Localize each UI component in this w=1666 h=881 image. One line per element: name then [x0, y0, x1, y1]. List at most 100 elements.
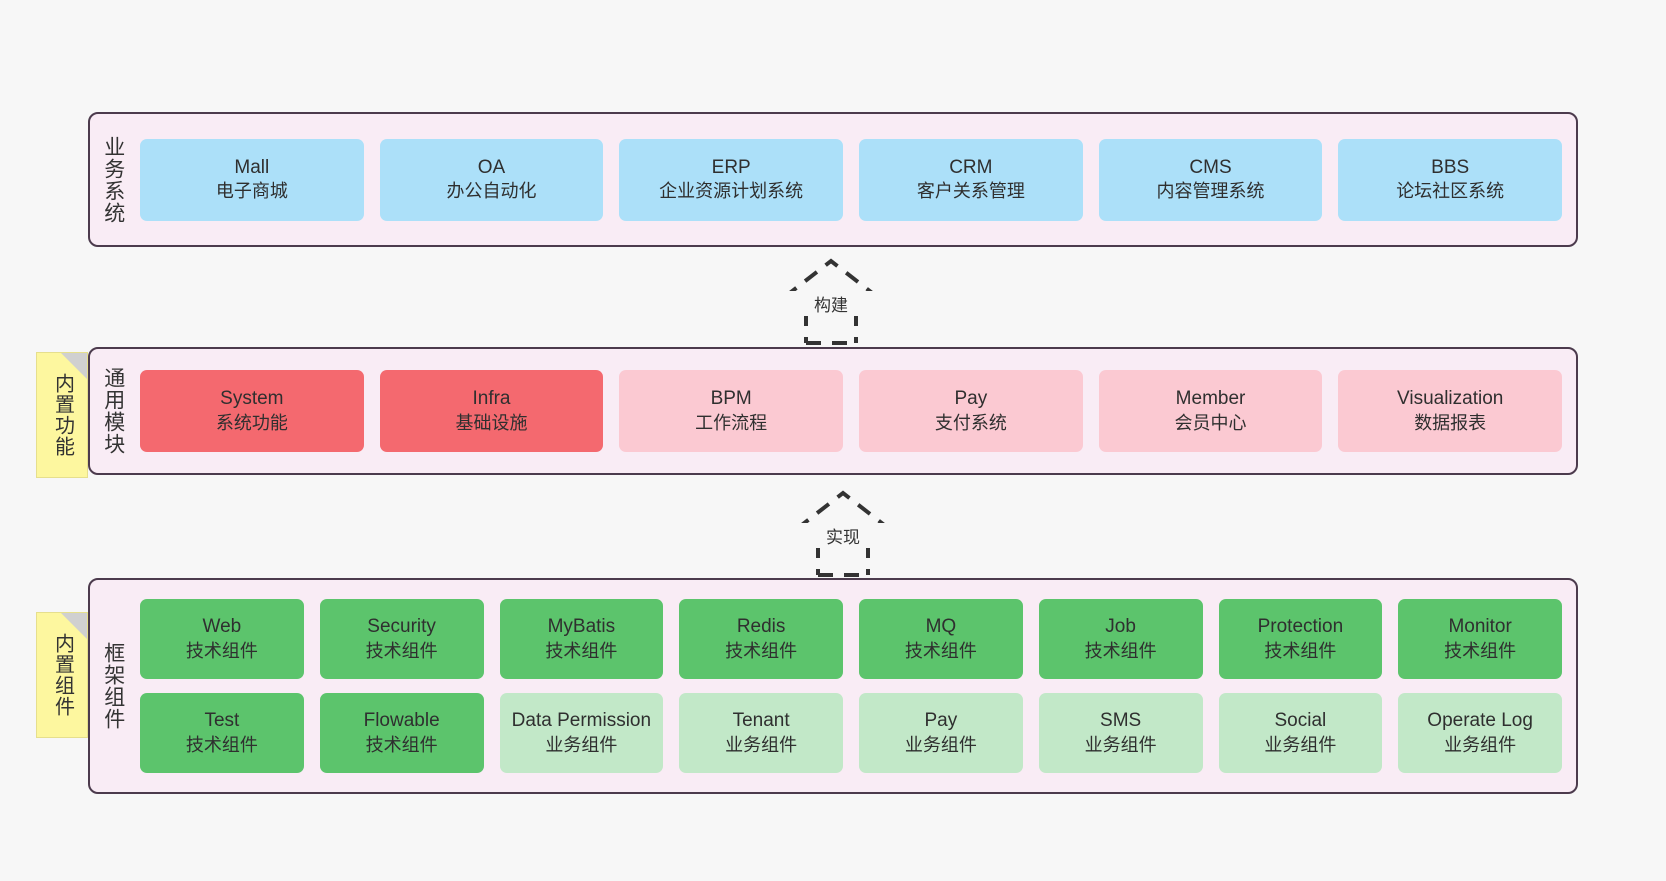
layer-title-business-systems: 业务系统 [101, 135, 125, 224]
card-sms[interactable]: SMS 业务组件 [1038, 693, 1203, 773]
card-redis[interactable]: Redis 技术组件 [679, 599, 843, 679]
card-operate-log[interactable]: Operate Log 业务组件 [1398, 693, 1562, 773]
card-infra[interactable]: Infra 基础设施 [379, 370, 604, 452]
card-title-cn: 业务组件 [1084, 734, 1157, 755]
card-row-business: Test 技术组件 Flowable 技术组件 Data Permission … [140, 693, 1562, 773]
card-bpm[interactable]: BPM 工作流程 [619, 370, 844, 452]
card-tenant[interactable]: Tenant 业务组件 [679, 693, 843, 773]
card-pay-component[interactable]: Pay 业务组件 [859, 693, 1023, 773]
card-title-cn: 办公自动化 [446, 181, 537, 202]
card-title-cn: 技术组件 [1084, 640, 1157, 661]
card-title-cn: 技术组件 [725, 640, 798, 661]
card-member[interactable]: Member 会员中心 [1098, 370, 1323, 452]
card-row: System 系统功能 Infra 基础设施 BPM 工作流程 Pay 支付系统… [140, 370, 1563, 452]
card-title-en: Member [1175, 388, 1246, 410]
card-erp[interactable]: ERP 企业资源计划系统 [619, 138, 844, 221]
card-title-cn: 技术组件 [1264, 640, 1337, 661]
layer-business-systems: 业务系统 Mall 电子商城 OA 办公自动化 ERP 企业资源计划系统 CRM… [88, 112, 1578, 247]
card-mall[interactable]: Mall 电子商城 [140, 138, 364, 221]
card-title-en: CRM [949, 156, 993, 178]
card-title-en: Monitor [1448, 616, 1512, 638]
card-system[interactable]: System 系统功能 [140, 370, 364, 452]
card-title-cn: 业务组件 [545, 734, 618, 755]
card-title-cn: 技术组件 [365, 734, 438, 755]
card-title-cn: 数据报表 [1414, 412, 1487, 433]
sticky-fold-corner [61, 353, 87, 379]
layer-framework-components: 框架组件 Web 技术组件 Security 技术组件 MyBatis 技术组件… [88, 578, 1578, 794]
sticky-note-label: 内置功能 [51, 373, 74, 457]
card-title-en: Redis [736, 616, 786, 638]
card-title-en: Operate Log [1427, 710, 1533, 732]
card-mq[interactable]: MQ 技术组件 [859, 599, 1023, 679]
card-title-en: Social [1274, 710, 1327, 732]
card-monitor[interactable]: Monitor 技术组件 [1398, 599, 1562, 679]
card-title-en: Flowable [363, 710, 440, 732]
layer-body-common-modules: System 系统功能 Infra 基础设施 BPM 工作流程 Pay 支付系统… [136, 349, 1576, 473]
build-arrow-label: 构建 [756, 291, 906, 316]
card-social[interactable]: Social 业务组件 [1218, 693, 1383, 773]
card-title-en: ERP [711, 156, 751, 178]
card-visualization[interactable]: Visualization 数据报表 [1338, 370, 1563, 452]
card-row-technical: Web 技术组件 Security 技术组件 MyBatis 技术组件 Redi… [140, 599, 1562, 679]
layer-title-common-modules: 通用模块 [101, 367, 125, 455]
card-crm[interactable]: CRM 客户关系管理 [859, 138, 1083, 221]
card-bbs[interactable]: BBS 论坛社区系统 [1338, 138, 1563, 221]
card-title-en: Pay [924, 710, 958, 732]
card-title-en: MyBatis [547, 616, 616, 638]
card-title-en: Security [367, 616, 436, 638]
card-title-en: Web [202, 616, 242, 638]
card-title-cn: 论坛社区系统 [1396, 181, 1505, 202]
card-title-en: Data Permission [511, 710, 652, 732]
card-title-cn: 技术组件 [365, 640, 438, 661]
card-title-en: BPM [710, 388, 752, 410]
card-title-en: BBS [1431, 156, 1470, 178]
card-title-cn: 业务组件 [725, 734, 798, 755]
card-title-cn: 会员中心 [1174, 412, 1247, 433]
card-title-en: Infra [472, 388, 511, 410]
sticky-note-builtin-components: 内置组件 [36, 612, 88, 738]
implement-arrow-label: 实现 [768, 523, 918, 548]
card-data-permission[interactable]: Data Permission 业务组件 [499, 693, 664, 773]
card-web[interactable]: Web 技术组件 [140, 599, 304, 679]
card-oa[interactable]: OA 办公自动化 [379, 138, 604, 221]
card-title-cn: 技术组件 [904, 640, 977, 661]
card-test[interactable]: Test 技术组件 [140, 693, 304, 773]
card-title-en: System [220, 388, 284, 410]
card-cms[interactable]: CMS 内容管理系统 [1098, 138, 1323, 221]
card-title-en: OA [477, 156, 506, 178]
card-title-en: Protection [1257, 616, 1344, 638]
layer-body-framework-components: Web 技术组件 Security 技术组件 MyBatis 技术组件 Redi… [136, 580, 1576, 792]
sticky-note-builtin-features: 内置功能 [36, 352, 88, 478]
card-title-cn: 技术组件 [185, 734, 258, 755]
card-title-en: Test [204, 710, 240, 732]
card-mybatis[interactable]: MyBatis 技术组件 [499, 599, 664, 679]
card-title-cn: 系统功能 [215, 412, 288, 433]
card-title-cn: 内容管理系统 [1156, 181, 1265, 202]
card-title-en: Visualization [1397, 388, 1504, 410]
layer-body-business-systems: Mall 电子商城 OA 办公自动化 ERP 企业资源计划系统 CRM 客户关系… [136, 114, 1576, 245]
layer-common-modules: 通用模块 System 系统功能 Infra 基础设施 BPM 工作流程 Pay… [88, 347, 1578, 475]
build-arrow: 构建 [756, 255, 906, 345]
card-title-cn: 电子商城 [215, 181, 288, 202]
sticky-note-label: 内置组件 [51, 633, 74, 717]
card-title-cn: 支付系统 [934, 412, 1007, 433]
card-title-cn: 业务组件 [1264, 734, 1337, 755]
card-job[interactable]: Job 技术组件 [1038, 599, 1203, 679]
card-title-cn: 基础设施 [455, 412, 528, 433]
card-title-en: Job [1105, 616, 1136, 638]
card-title-en: Mall [234, 156, 270, 178]
card-title-en: CMS [1189, 156, 1232, 178]
card-title-cn: 技术组件 [1444, 640, 1517, 661]
card-title-cn: 技术组件 [185, 640, 258, 661]
card-title-en: MQ [925, 616, 957, 638]
card-title-cn: 业务组件 [904, 734, 977, 755]
card-protection[interactable]: Protection 技术组件 [1218, 599, 1383, 679]
card-flowable[interactable]: Flowable 技术组件 [319, 693, 484, 773]
sticky-fold-corner [61, 613, 87, 639]
card-pay-module[interactable]: Pay 支付系统 [859, 370, 1083, 452]
card-title-en: Tenant [732, 710, 790, 732]
card-title-cn: 工作流程 [695, 412, 768, 433]
card-security[interactable]: Security 技术组件 [319, 599, 484, 679]
card-title-cn: 企业资源计划系统 [659, 181, 804, 202]
card-title-en: Pay [954, 388, 988, 410]
